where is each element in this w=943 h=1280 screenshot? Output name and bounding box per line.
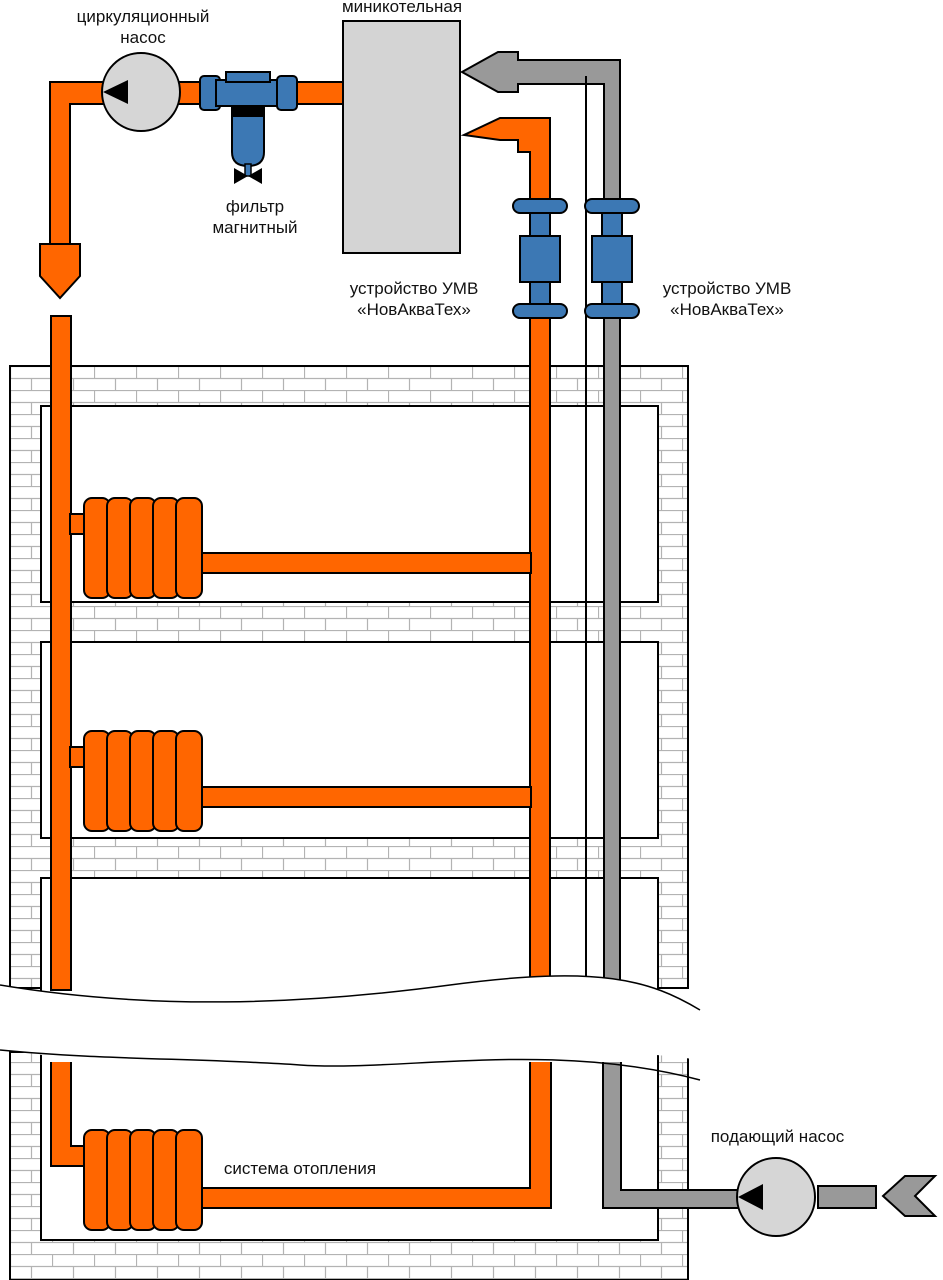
circulation-pump (101, 52, 181, 132)
umv-flange-top (512, 198, 568, 214)
feed-inlet-pipe (817, 1185, 877, 1209)
radiator-1 (83, 497, 203, 599)
umv-device-left (512, 198, 568, 319)
feed-pump (736, 1157, 816, 1237)
break-line-top (0, 975, 701, 1011)
pump-down-pipe (49, 81, 105, 249)
rad-1-return (199, 552, 532, 574)
radiator-2 (83, 730, 203, 832)
boiler-icon (342, 20, 461, 254)
umv-flange-bottom (584, 303, 640, 319)
drain-valve-icon (234, 168, 262, 184)
break-cut (0, 975, 701, 1081)
feed-inlet-arrow-icon (881, 1175, 938, 1217)
magnetic-filter-icon (199, 71, 298, 184)
cold-supply-pipe (459, 51, 938, 1217)
umv-device-icon (519, 235, 561, 283)
umv-flange-top (584, 198, 640, 214)
umv-device-right (584, 198, 640, 319)
umv-device-icon (591, 235, 633, 283)
umv-flange-bottom (512, 303, 568, 319)
radiator-3 (83, 1129, 203, 1231)
rad-2-return (199, 786, 532, 808)
boiler-outlet-pipe (294, 81, 346, 105)
pump-icon (101, 52, 181, 132)
left-riser (50, 315, 72, 991)
cold-pipe-top (459, 51, 621, 1000)
pump-icon (736, 1157, 816, 1237)
pump-direction-icon (738, 1184, 763, 1210)
supply-down-arrow-icon (39, 243, 81, 300)
break-line-bottom (0, 1049, 701, 1081)
pump-direction-icon (103, 80, 128, 104)
